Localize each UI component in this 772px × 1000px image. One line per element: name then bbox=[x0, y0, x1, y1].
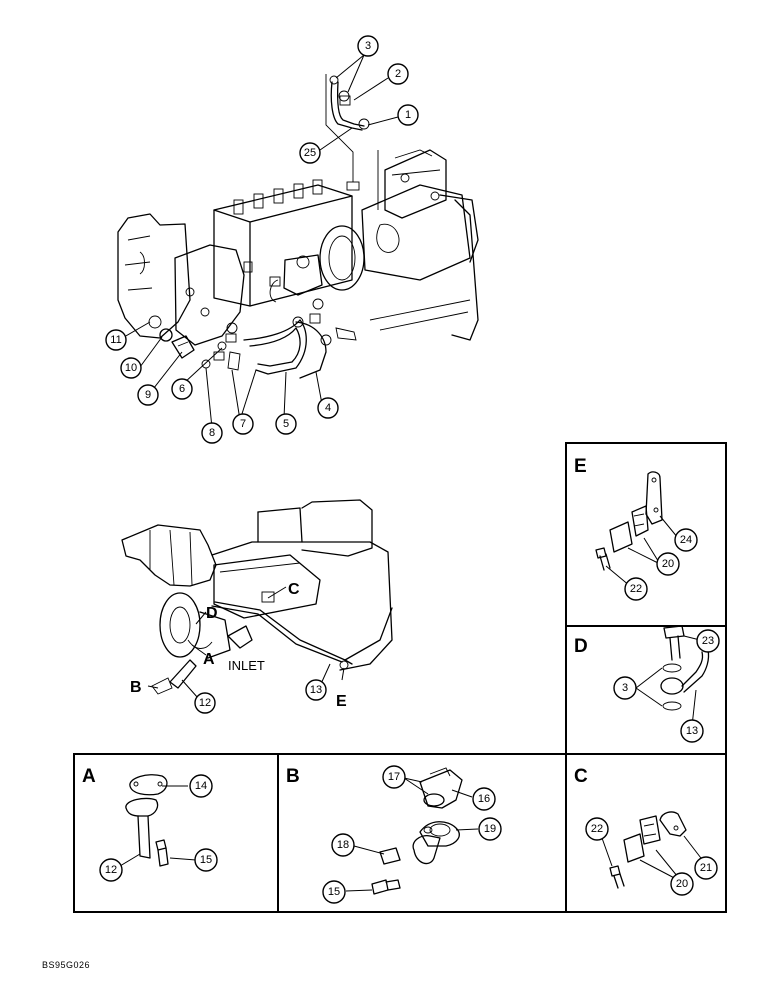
svg-text:9: 9 bbox=[145, 389, 151, 401]
svg-text:13: 13 bbox=[686, 725, 698, 737]
panel-c-callout-20: 20 bbox=[670, 872, 694, 896]
svg-text:4: 4 bbox=[325, 402, 331, 414]
callout-10: 10 bbox=[120, 357, 142, 379]
panel-c bbox=[565, 753, 727, 913]
svg-text:20: 20 bbox=[662, 558, 674, 570]
panel-b-callout-16: 16 bbox=[472, 787, 496, 811]
svg-text:22: 22 bbox=[630, 583, 642, 595]
svg-text:3: 3 bbox=[622, 682, 628, 694]
callout-11: 11 bbox=[105, 329, 127, 351]
callout-9: 9 bbox=[137, 384, 159, 406]
panel-e-callout-24: 24 bbox=[674, 528, 698, 552]
panel-c-callout-22: 22 bbox=[585, 817, 609, 841]
callout-25: 25 bbox=[299, 142, 321, 164]
panel-a bbox=[73, 753, 279, 913]
upper-fuel-line bbox=[325, 74, 379, 210]
figure-code: BS95G026 bbox=[42, 960, 91, 970]
svg-text:12: 12 bbox=[105, 864, 117, 876]
panel-c-title: C bbox=[574, 766, 588, 787]
panel-d-callout-23: 23 bbox=[696, 629, 720, 653]
svg-text:21: 21 bbox=[700, 862, 712, 874]
panel-c-callout-21: 21 bbox=[694, 856, 718, 880]
panel-a-callout-15: 15 bbox=[194, 848, 218, 872]
callout-3: 3 bbox=[357, 35, 379, 57]
overview-letter-d: D bbox=[206, 605, 218, 622]
svg-text:12: 12 bbox=[199, 697, 211, 709]
overview-letter-a: A bbox=[203, 651, 215, 668]
svg-text:7: 7 bbox=[240, 418, 246, 430]
svg-text:5: 5 bbox=[283, 418, 289, 430]
panel-e-callout-20: 20 bbox=[656, 552, 680, 576]
svg-text:17: 17 bbox=[388, 771, 400, 783]
panel-b bbox=[277, 753, 567, 913]
svg-text:20: 20 bbox=[676, 878, 688, 890]
engine-block-drawing bbox=[117, 149, 479, 346]
panel-b-callout-18: 18 bbox=[331, 833, 355, 857]
main-callouts bbox=[123, 54, 399, 429]
panel-e-title: E bbox=[574, 456, 587, 477]
overview-callout-12: 12 bbox=[194, 692, 216, 714]
svg-text:25: 25 bbox=[304, 147, 316, 159]
callout-4: 4 bbox=[317, 397, 339, 419]
callout-6: 6 bbox=[171, 378, 193, 400]
panel-b-callout-15: 15 bbox=[322, 880, 346, 904]
svg-text:2: 2 bbox=[395, 68, 401, 80]
callout-7: 7 bbox=[232, 413, 254, 435]
panel-d-callout-3: 3 bbox=[613, 676, 637, 700]
svg-text:23: 23 bbox=[702, 635, 714, 647]
callout-2: 2 bbox=[387, 63, 409, 85]
overview-engine-drawing bbox=[121, 499, 393, 695]
overview-letter-e: E bbox=[336, 693, 347, 710]
panel-d-callout-13: 13 bbox=[680, 719, 704, 743]
svg-text:14: 14 bbox=[195, 780, 207, 792]
inlet-label: INLET bbox=[228, 658, 265, 673]
panel-b-callout-17: 17 bbox=[382, 765, 406, 789]
panel-a-callout-12: 12 bbox=[99, 858, 123, 882]
callout-1: 1 bbox=[397, 104, 419, 126]
svg-text:16: 16 bbox=[478, 793, 490, 805]
svg-text:18: 18 bbox=[337, 839, 349, 851]
svg-text:1: 1 bbox=[405, 109, 411, 121]
callout-5: 5 bbox=[275, 413, 297, 435]
svg-text:13: 13 bbox=[310, 684, 322, 696]
panel-b-title: B bbox=[286, 766, 300, 787]
svg-text:10: 10 bbox=[125, 362, 137, 374]
svg-text:8: 8 bbox=[209, 427, 215, 439]
panel-e bbox=[565, 442, 727, 627]
panel-a-title: A bbox=[82, 766, 96, 787]
callout-8: 8 bbox=[201, 422, 223, 444]
svg-text:6: 6 bbox=[179, 383, 185, 395]
svg-text:19: 19 bbox=[484, 823, 496, 835]
svg-text:15: 15 bbox=[200, 854, 212, 866]
overview-callout-13: 13 bbox=[305, 679, 327, 701]
svg-text:3: 3 bbox=[365, 40, 371, 52]
overview-letter-b: B bbox=[130, 679, 142, 696]
panel-e-callout-22: 22 bbox=[624, 577, 648, 601]
overview-letter-c: C bbox=[288, 581, 300, 598]
svg-text:24: 24 bbox=[680, 534, 692, 546]
panel-d-title: D bbox=[574, 636, 588, 657]
svg-text:15: 15 bbox=[328, 886, 340, 898]
return-line bbox=[201, 298, 357, 379]
svg-text:22: 22 bbox=[591, 823, 603, 835]
panel-b-callout-19: 19 bbox=[478, 817, 502, 841]
svg-text:11: 11 bbox=[110, 334, 121, 346]
panel-a-callout-14: 14 bbox=[189, 774, 213, 798]
